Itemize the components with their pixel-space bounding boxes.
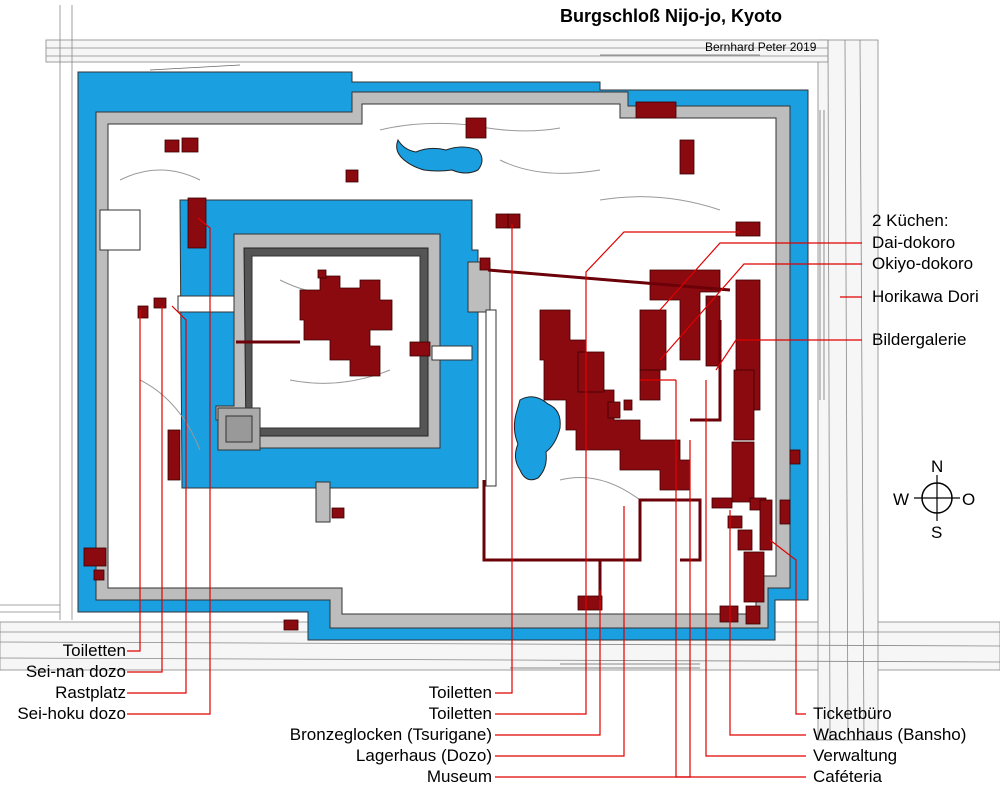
compass-east-label: O	[962, 490, 976, 509]
label-sei-hoku-dozo: Sei-hoku dozo	[17, 704, 126, 723]
west-bridge	[177, 295, 235, 313]
label-museum: Museum	[426, 767, 492, 786]
walls-dark-lines	[236, 268, 731, 600]
label-rastplatz: Rastplatz	[55, 683, 126, 702]
label-bronzeglocken: Bronzeglocken (Tsurigane)	[289, 725, 492, 744]
label-dai-dokoro: Dai-dokoro	[872, 233, 956, 252]
compass-north-label: N	[931, 457, 944, 476]
label-wachhaus: Wachhaus (Bansho)	[813, 725, 967, 744]
map-credit: Bernhard Peter 2019	[705, 40, 817, 54]
label-ticketbuero: Ticketbüro	[813, 704, 892, 723]
compass-west-label: W	[893, 490, 910, 509]
label-bildergalerie: Bildergalerie	[872, 330, 967, 349]
leader-lines	[127, 217, 862, 778]
buildings	[83, 101, 801, 631]
label-okiyo-dokoro: Okiyo-dokoro	[872, 254, 974, 273]
east-bridge	[431, 345, 473, 361]
label-verwaltung: Verwaltung	[813, 746, 898, 765]
north-pond	[396, 138, 483, 174]
label-sei-nan-dozo: Sei-nan dozo	[25, 662, 126, 681]
compass-south-label: S	[931, 523, 943, 542]
label-kuechen: 2 Küchen:	[872, 211, 949, 230]
label-cafeteria: Caféteria	[813, 767, 882, 786]
label-toiletten-2: Toiletten	[428, 704, 492, 723]
ninomaru-pond	[513, 396, 561, 481]
map-title: Burgschloß Nijo-jo, Kyoto	[560, 6, 782, 26]
label-horikawa-dori: Horikawa Dori	[872, 287, 979, 306]
label-lagerhaus: Lagerhaus (Dozo)	[355, 746, 492, 765]
compass-rose	[914, 475, 960, 521]
label-toiletten-west: Toiletten	[62, 641, 126, 660]
label-toiletten-1: Toiletten	[428, 683, 492, 702]
